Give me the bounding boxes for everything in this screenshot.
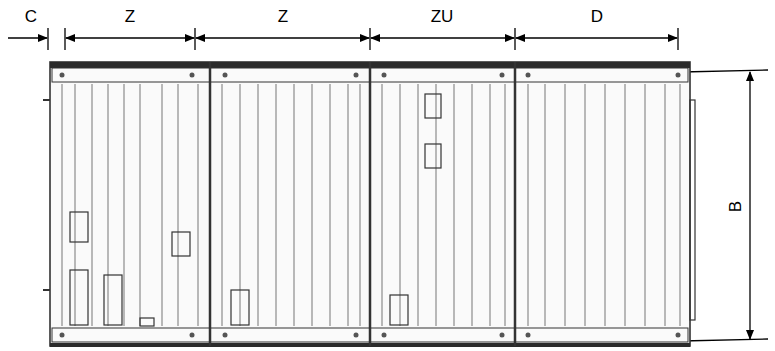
terminal-block [231, 290, 249, 325]
side-panel [690, 100, 695, 320]
extension-line [682, 70, 768, 72]
rail [605, 84, 606, 326]
bolt [190, 333, 195, 338]
rail [92, 84, 93, 326]
rail [312, 84, 313, 326]
bolt [354, 333, 359, 338]
bolt [526, 333, 531, 338]
bolt [60, 333, 65, 338]
rail [545, 84, 546, 326]
rail [62, 84, 63, 326]
rail [505, 84, 506, 326]
rail [276, 84, 277, 326]
bolt [223, 333, 228, 338]
bolt [190, 73, 195, 78]
terminal-block [390, 295, 408, 325]
rail [382, 84, 383, 326]
dimension-line [8, 37, 47, 38]
dimension-label: C [23, 8, 39, 25]
bolt [60, 73, 65, 78]
dimension-line [516, 37, 677, 38]
handle [43, 289, 50, 291]
rail [360, 84, 361, 326]
panel-divider [369, 62, 372, 346]
rail [490, 84, 491, 326]
bolt [500, 73, 505, 78]
handle [43, 99, 50, 101]
panel-divider [514, 62, 517, 346]
dimension-line [371, 37, 514, 38]
dimension-label: B [728, 198, 745, 213]
dimension-label: Z [123, 8, 137, 25]
dimension-label: Z [276, 8, 290, 25]
terminal-block [172, 232, 190, 256]
rail [565, 84, 566, 326]
dimension-label: ZU [429, 8, 456, 25]
bolt [526, 73, 531, 78]
rail [162, 84, 163, 326]
rail [436, 84, 437, 326]
extension-line [682, 339, 768, 341]
dimension-label: D [589, 8, 605, 25]
bolt [676, 73, 681, 78]
rail [528, 84, 529, 326]
terminal-block [104, 275, 122, 325]
terminal-block [70, 212, 88, 242]
rail [222, 84, 223, 326]
rail [178, 84, 179, 326]
bolt [223, 73, 228, 78]
extension-line [194, 28, 195, 50]
rail [294, 84, 295, 326]
dimension-line [749, 72, 750, 339]
rail [198, 84, 199, 326]
rail [108, 84, 109, 326]
terminal-block [425, 94, 441, 118]
rail [140, 84, 141, 326]
extension-line [677, 28, 678, 50]
bolt [382, 73, 387, 78]
rail [348, 84, 349, 326]
dimension-line [66, 37, 194, 38]
terminal-blocks [70, 94, 441, 326]
bolt [500, 333, 505, 338]
terminal-block [425, 144, 441, 168]
rail [665, 84, 666, 326]
panel-divider [209, 62, 212, 346]
terminal-block [70, 270, 88, 325]
terminal-block [140, 318, 154, 326]
rail [330, 84, 331, 326]
rail [75, 84, 76, 326]
extension-line [514, 28, 515, 50]
rail [258, 84, 259, 326]
extension-line [64, 28, 65, 50]
rail [454, 84, 455, 326]
rail [585, 84, 586, 326]
rail [680, 84, 681, 326]
rail [418, 84, 419, 326]
rail [645, 84, 646, 326]
bolt [382, 333, 387, 338]
rail [400, 84, 401, 326]
frame-posts [60, 73, 681, 338]
cabinet-outline [50, 62, 690, 346]
mounting-rails [62, 84, 680, 326]
rail [472, 84, 473, 326]
rail [124, 84, 125, 326]
extension-line [47, 28, 48, 50]
cabinet [43, 62, 695, 347]
bolt [354, 73, 359, 78]
bolt [676, 333, 681, 338]
extension-line [369, 28, 370, 50]
rail [625, 84, 626, 326]
dimension-line [196, 37, 369, 38]
